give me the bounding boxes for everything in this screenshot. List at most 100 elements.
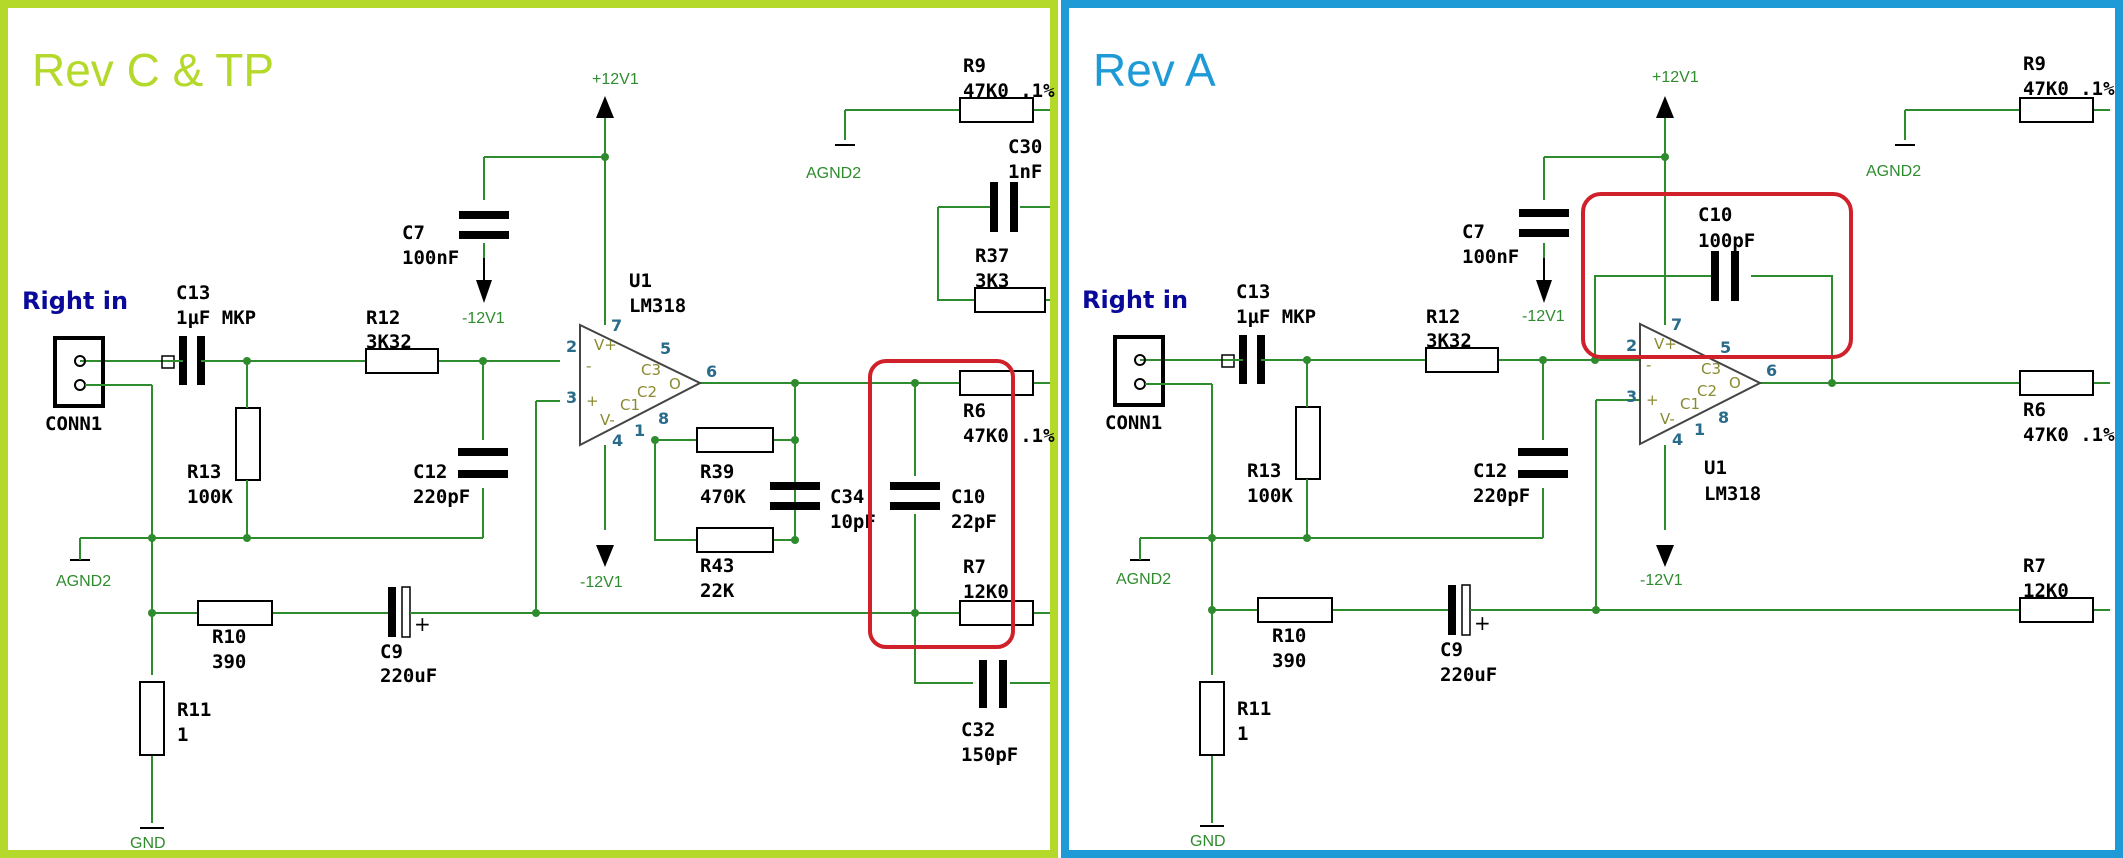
opamp-pin-1: 1 [634,421,645,440]
opamp-pin-8: 8 [1718,408,1729,427]
c7-supply-neg: -12V1 [462,310,505,327]
c10-ref: C10 [951,486,985,508]
supply-neg-arrow [1656,545,1674,567]
supply-neg-label: -12V1 [580,574,623,591]
r6-ref: R6 [963,400,986,422]
r9-value: 47K0 .1% [2023,78,2115,100]
supply-pos-arrow [1656,96,1674,118]
opamp-o-label: O [669,375,681,393]
c7-value: 100nF [402,247,459,269]
agnd-label: AGND2 [1116,571,1171,588]
opamp-c3-label: C3 [1701,360,1721,378]
agnd-label-2: AGND2 [806,165,861,182]
u1-value: LM318 [629,295,686,317]
opamp-plus-label: + [586,392,599,410]
u1-opamp: V+ - + V- C3 O C2 C1 2 3 7 5 6 4 1 8 [566,316,717,450]
r9-ref: R9 [2023,53,2046,75]
u1-ref: U1 [1704,457,1727,479]
r6-value: 47K0 .1% [2023,424,2115,446]
opamp-pin-4: 4 [612,431,623,450]
c32-value: 150pF [961,744,1018,766]
c9-value: 220uF [380,665,437,687]
c13-value: 1µF MKP [1236,306,1316,328]
r10-resistor [1257,597,1333,623]
opamp-vplus-label: V+ [1654,335,1677,353]
r11-ref: R11 [1237,698,1271,720]
r9-value: 47K0 .1% [963,80,1055,102]
c30-ref: C30 [1008,136,1042,158]
panel-title: Rev C & TP [32,44,274,96]
r11-ref: R11 [177,699,211,721]
r10-resistor [197,600,273,626]
r11-resistor [139,681,165,756]
panel-rev-a: Rev A [1061,0,2123,858]
opamp-c2-label: C2 [1697,382,1717,400]
opamp-pin-3: 3 [566,388,577,407]
opamp-minus-label: - [586,357,591,375]
agnd-label-2: AGND2 [1866,163,1921,180]
supply-pos-arrow [596,96,614,118]
conn1-connector [1113,335,1235,407]
opamp-pin-5: 5 [1720,338,1731,357]
r13-value: 100K [187,486,233,508]
opamp-pin-2: 2 [1626,336,1637,355]
supply-neg-label: -12V1 [1640,572,1683,589]
r7-resistor [959,600,1034,626]
conn1-label: CONN1 [45,413,102,435]
r10-ref: R10 [212,626,246,648]
opamp-c1-label: C1 [620,396,640,414]
r13-ref: R13 [1247,460,1281,482]
u1-value: LM318 [1704,483,1761,505]
c13-capacitor [167,336,223,385]
wires [1140,109,2110,823]
opamp-pin-7: 7 [611,316,622,335]
opamp-vplus-label: V+ [594,336,617,354]
opamp-minus-label: - [1646,356,1651,374]
r6-ref: R6 [2023,399,2046,421]
opamp-pin-3: 3 [1626,387,1637,406]
conn1-connector [53,336,175,408]
c9-value: 220uF [1440,664,1497,686]
junctions [148,153,919,617]
r7-value: 12K0 [2023,580,2069,602]
r13-resistor [235,407,261,481]
junctions [1208,153,1836,614]
r43-value: 22K [700,580,735,602]
wires [79,109,1050,823]
r7-ref: R7 [2023,555,2046,577]
c7-capacitor [1519,209,1569,303]
r13-resistor [1295,406,1321,480]
agnd-symbol [70,538,90,561]
r37-ref: R37 [975,245,1009,267]
r37-resistor [974,287,1046,313]
opamp-pin-6: 6 [1766,361,1777,380]
supply-pos-label: +12V1 [592,71,639,88]
c34-ref: C34 [830,486,864,508]
panel-rev-c: Rev C & TP [0,0,1058,858]
c9-ref: C9 [380,641,403,663]
r39-value: 470K [700,486,746,508]
supply-neg-arrow [596,545,614,567]
r10-value: 390 [212,651,246,673]
opamp-plus-label: + [1646,391,1659,409]
r13-ref: R13 [187,461,221,483]
agnd-label: AGND2 [56,573,111,590]
r10-ref: R10 [1272,625,1306,647]
u1-ref: U1 [629,270,652,292]
r12-ref: R12 [366,307,400,329]
c7-ref: C7 [402,222,425,244]
opamp-pin-6: 6 [706,362,717,381]
c9-capacitor: + [1438,584,1491,636]
opamp-pin-1: 1 [1694,420,1705,439]
c34-capacitor [770,482,820,510]
r11-resistor [1199,681,1225,756]
c10-capacitor [890,482,940,510]
c30-capacitor [990,182,1018,232]
input-net-label: Right in [22,287,128,315]
r12-resistor [1425,347,1499,373]
c7-supply-neg: -12V1 [1522,308,1565,325]
c34-value: 10pF [830,511,876,533]
c9-polarity: + [414,612,431,636]
r7-value: 12K0 [963,581,1009,603]
